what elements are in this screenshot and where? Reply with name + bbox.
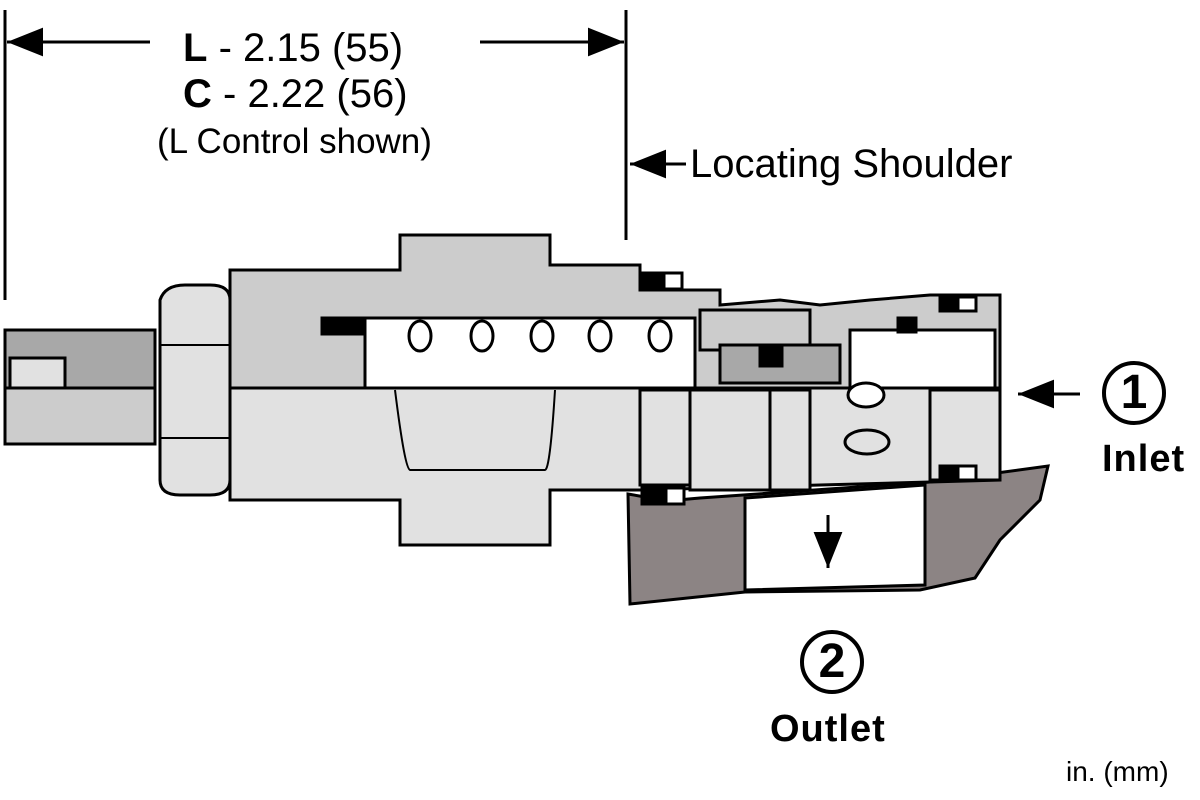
port-circle-inlet: [1102, 361, 1166, 425]
port-1-name: Inlet: [1102, 438, 1186, 480]
dimension-c: C - 2.22 (56): [183, 74, 408, 114]
seal-set: [320, 271, 978, 506]
stem-lower: [3, 386, 157, 446]
orifice-row: [407, 319, 673, 353]
dimension-l: L - 2.15 (55): [183, 28, 403, 68]
seat-bore: [848, 328, 997, 390]
orifice: [407, 319, 433, 353]
dimension-c-value: - 2.22 (56): [223, 72, 408, 116]
orifice: [469, 319, 495, 353]
units-label: in. (mm): [1066, 756, 1169, 787]
hex-flat: [394, 389, 556, 471]
orifice: [587, 319, 613, 353]
dimension-c-code: C: [183, 72, 212, 116]
orifice: [529, 319, 555, 353]
stem-knob: [8, 356, 67, 390]
poppet-cage: [698, 308, 812, 352]
dimension-note: (L Control shown): [157, 122, 432, 161]
outlet-passage: [743, 483, 927, 592]
port-1-number: 1: [1120, 366, 1148, 419]
orifice: [647, 319, 673, 353]
cross-hole: [843, 428, 891, 456]
dimension-l-value: - 2.15 (55): [218, 26, 404, 70]
dimension-l-code: L: [183, 26, 208, 70]
locating-shoulder-label: Locating Shoulder: [690, 142, 1013, 186]
port-2-name: Outlet: [770, 708, 886, 750]
port-circle-outlet: [800, 630, 864, 694]
port-2-number: 2: [818, 635, 846, 688]
cross-hole-upper: [846, 381, 886, 409]
jam-nut: [158, 283, 232, 497]
